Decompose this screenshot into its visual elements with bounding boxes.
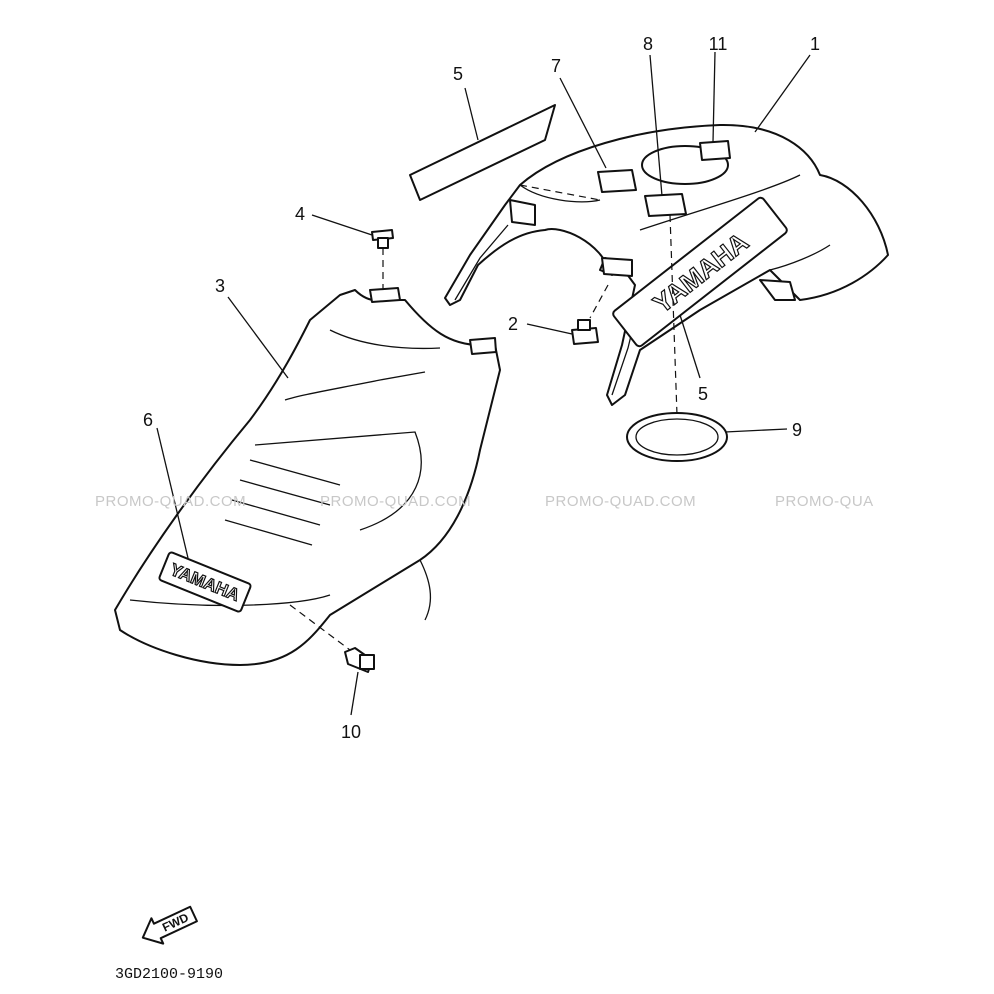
label-8 xyxy=(644,193,687,217)
label-11 xyxy=(699,140,731,161)
seat-mount-tab xyxy=(369,287,401,303)
stripe-decal-5 xyxy=(409,104,556,201)
callout-8: 8 xyxy=(643,34,653,54)
callout-9: 9 xyxy=(792,420,802,440)
callout-1: 1 xyxy=(810,34,820,54)
screw-4 xyxy=(371,229,394,249)
callout-2: 2 xyxy=(508,314,518,334)
ring-9 xyxy=(626,412,728,462)
callout-4: 4 xyxy=(295,204,305,224)
rear-tab xyxy=(469,337,497,355)
callout-11: 11 xyxy=(709,34,728,54)
tank-cover: YAMAHA xyxy=(444,123,889,406)
callout-labels: 5 7 8 11 1 4 3 2 5 9 6 10 xyxy=(143,34,820,742)
watermark-4: PROMO-QUA xyxy=(775,493,874,510)
callout-5-tank: 5 xyxy=(698,384,708,404)
label-7 xyxy=(597,169,637,193)
part-code: 3GD2100-9190 xyxy=(115,966,223,983)
side-bracket xyxy=(759,279,796,301)
fwd-arrow-icon: FWD xyxy=(141,905,198,945)
watermark-1: PROMO-QUAD.COM xyxy=(95,493,246,510)
rear-bracket xyxy=(601,257,633,277)
callout-6: 6 xyxy=(143,410,153,430)
grommet-2 xyxy=(571,319,599,345)
watermark-3: PROMO-QUAD.COM xyxy=(545,493,696,510)
bolt-10 xyxy=(344,647,375,673)
watermark-2: PROMO-QUAD.COM xyxy=(320,493,471,510)
front-bracket xyxy=(509,199,536,226)
callout-5-top: 5 xyxy=(453,64,463,84)
watermark: PROMO-QUAD.COM PROMO-QUAD.COM PROMO-QUAD… xyxy=(95,493,874,510)
rear-cover: YAMAHA xyxy=(114,287,501,666)
callout-10: 10 xyxy=(341,722,361,742)
callout-3: 3 xyxy=(215,276,225,296)
callout-7: 7 xyxy=(551,56,561,76)
leader-lines xyxy=(156,51,811,716)
